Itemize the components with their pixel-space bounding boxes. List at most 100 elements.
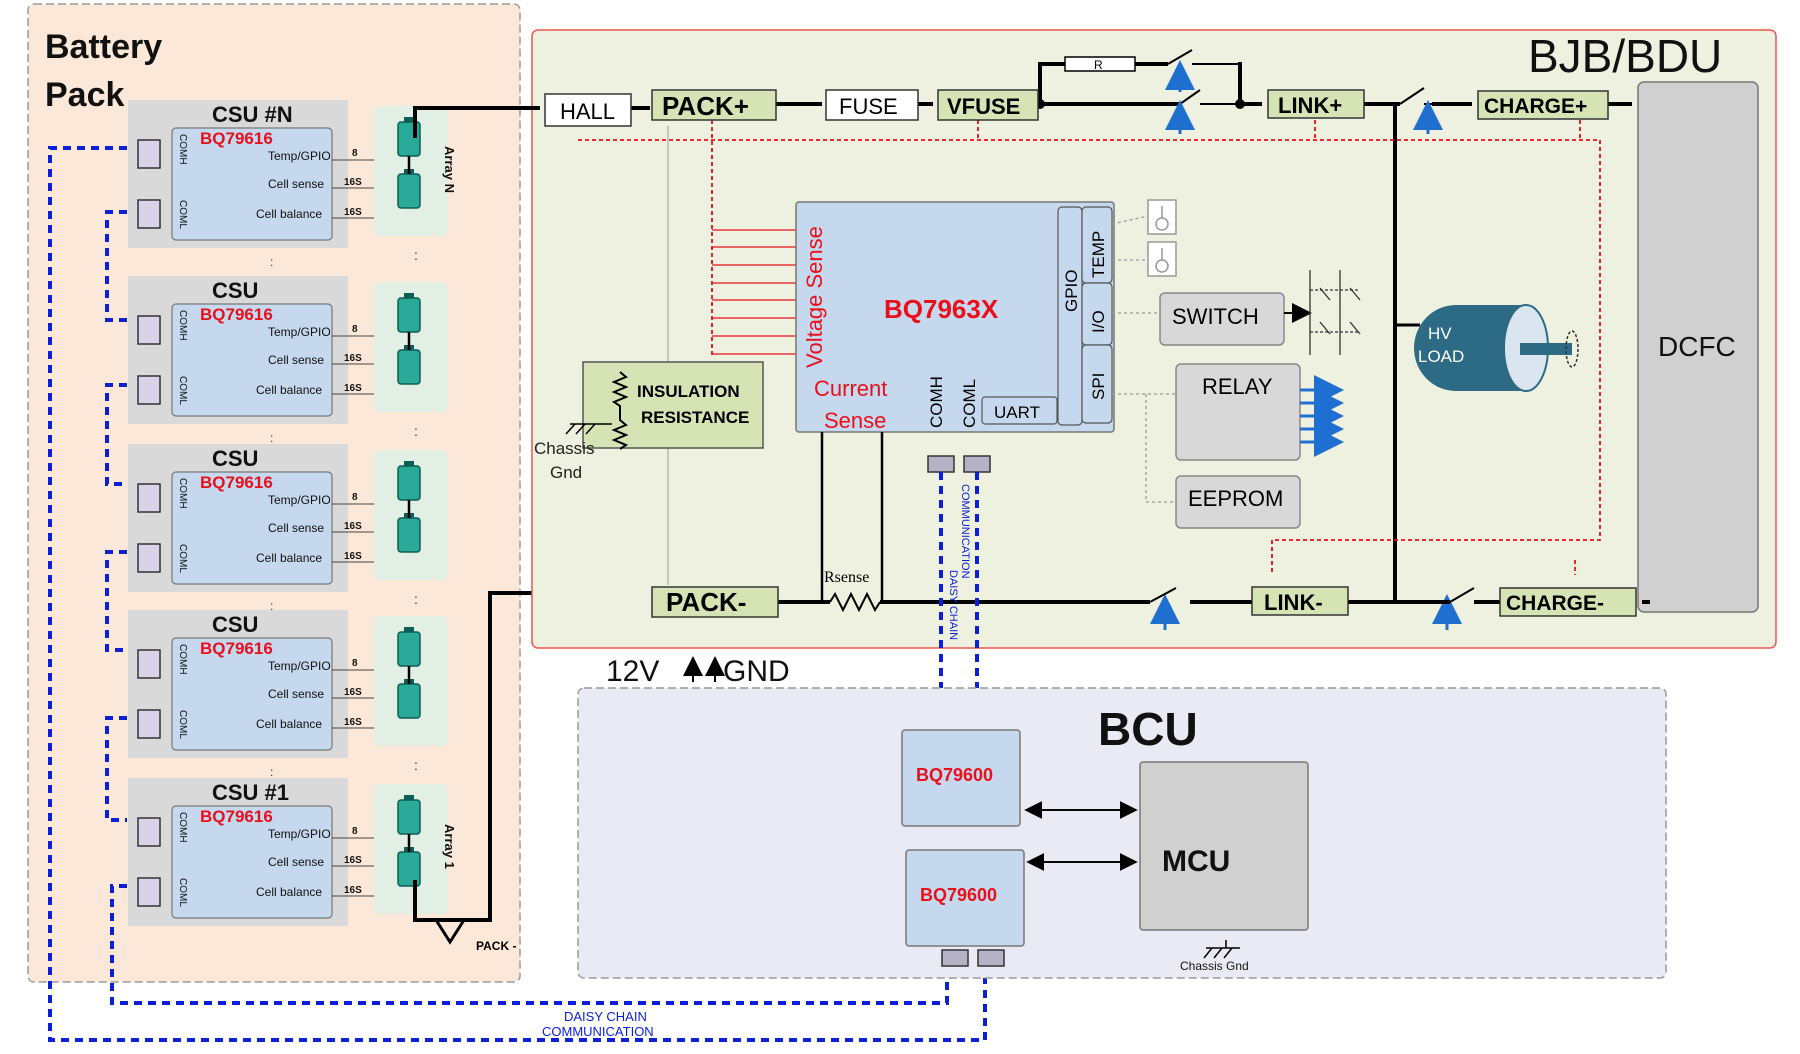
bq79600-bottom-label: BQ79600 [920, 885, 997, 905]
wire-count-16s: 16S [344, 207, 362, 218]
switch-label: SWITCH [1172, 304, 1259, 329]
cell-ellipsis: : [414, 757, 418, 773]
hv-load-label-1: HV [1428, 324, 1452, 343]
comh-connector [137, 315, 161, 345]
csu-title: CSU #N [212, 102, 293, 127]
pack-plus-label: PACK+ [662, 91, 749, 121]
csu-ellipsis: : [270, 765, 273, 779]
csu-ellipsis: : [270, 431, 273, 445]
mcu-label: MCU [1162, 845, 1230, 878]
insulation-resistance-box [582, 361, 764, 449]
hv-load-label-2: LOAD [1418, 347, 1464, 366]
insulation-label-2: RESISTANCE [641, 408, 749, 427]
mcu-box [1139, 761, 1309, 931]
battery-cell-terminal [404, 795, 414, 800]
csu-cell-balance-label: Cell balance [256, 717, 322, 731]
csu-cell-sense-label: Cell sense [268, 353, 324, 367]
link-plus-node [1267, 89, 1365, 119]
insulation-resistor-zigzag [611, 371, 629, 450]
switch-box [1159, 292, 1285, 346]
wire-count-8: 8 [352, 324, 358, 335]
battery-cell-terminal [404, 293, 414, 298]
wire-count-8: 8 [352, 826, 358, 837]
precharge-resistor [1064, 56, 1136, 72]
temp-label: TEMP [1089, 231, 1108, 278]
csu-comh-pin: COMH [177, 134, 188, 165]
gpio-label: GPIO [1062, 269, 1081, 312]
fuse-box [825, 89, 919, 121]
battery-cell-icon [397, 517, 421, 553]
supply-arrows [683, 656, 725, 682]
spi-port [1081, 344, 1113, 424]
thermistor-icon [1147, 199, 1177, 277]
csu-temp-gpio-label: Temp/GPIO [268, 325, 331, 339]
csu-temp-gpio-label: Temp/GPIO [268, 149, 331, 163]
csu-coml-pin: COML [177, 376, 188, 405]
uart-port [981, 396, 1058, 425]
charge-plus-label: CHARGE+ [1484, 95, 1587, 118]
coml-connector [137, 877, 161, 907]
csu-title: CSU [212, 612, 258, 637]
fuse-label: FUSE [839, 94, 898, 119]
comh-connector [137, 817, 161, 847]
hall-sensor-box [544, 93, 632, 127]
dcfc-box [1637, 81, 1759, 613]
csu-cell-balance-label: Cell balance [256, 207, 322, 221]
csu-temp-gpio-label: Temp/GPIO [268, 827, 331, 841]
voltage-sense-label: Voltage Sense [802, 226, 827, 368]
chassis-ground-icon [565, 423, 612, 435]
csu-cell-sense-label: Cell sense [268, 521, 324, 535]
csu-coml-pin: COML [177, 878, 188, 907]
bcu-chassis-ground-icon [1203, 940, 1240, 959]
csu-comh-pin: COMH [177, 812, 188, 843]
csu-cell-sense-label: Cell sense [268, 177, 324, 191]
chassis-label-1: Chassis [534, 439, 594, 458]
negative-switches [1149, 587, 1475, 603]
wire-count-8: 8 [352, 148, 358, 159]
charge-minus-node [1499, 587, 1637, 617]
supply-gnd-label: GND [723, 655, 790, 688]
eeprom-label: EEPROM [1188, 486, 1283, 511]
battery-cell-terminal [404, 461, 414, 466]
battery-pack-title-line2: Pack [45, 76, 124, 114]
pack-minus-label: PACK- [666, 587, 746, 617]
uart-label: UART [994, 403, 1040, 422]
link-plus-label: LINK+ [1278, 93, 1342, 118]
switch-matrix-icon [1309, 270, 1361, 355]
relay-output-arrows [1300, 375, 1344, 457]
rsense-resistor [829, 591, 881, 613]
comh-connector [137, 649, 161, 679]
battery-cell-icon [397, 465, 421, 501]
supply-12v-label: 12V [606, 655, 659, 688]
pack-daisy-chain [48, 146, 987, 1042]
pack-plus-node [651, 89, 777, 121]
monitor-comh-pin: COMH [927, 376, 946, 428]
csu-title: CSU [212, 278, 258, 303]
hv-load-motor [1414, 304, 1579, 392]
negative-bus [778, 580, 1650, 604]
csu-coml-pin: COML [177, 710, 188, 739]
csu-ellipsis: : [270, 599, 273, 613]
monitor-peripheral-wires [1111, 215, 1176, 503]
voltage-sense-lines [578, 120, 1601, 575]
csu-modules: CSU #N BQ79616 COMH COML Temp/GPIO Cell sense… [128, 100, 457, 926]
csu-chip-label: BQ79616 [200, 807, 273, 826]
pack-minus-ground-label: PACK - [476, 939, 516, 953]
insulation-label-1: INSULATION [637, 382, 740, 401]
cell-ellipsis: : [414, 423, 418, 439]
bjb-daisy-label-1: DAISY CHAIN [947, 570, 959, 640]
chassis-label-2: Gnd [550, 463, 582, 482]
bcu-bus-arrows [1024, 801, 1138, 871]
csu-cell-sense-label: Cell sense [268, 855, 324, 869]
csu-title: CSU #1 [212, 780, 289, 805]
wire-count-8: 8 [352, 492, 358, 503]
wire-count-16s: 16S [344, 177, 362, 188]
battery-cell-icon [397, 349, 421, 385]
bcu-daisy-label-2: COMMUNICATION [542, 1024, 654, 1039]
cell-ellipsis: : [414, 591, 418, 607]
csu-ellipsis: : [270, 255, 273, 269]
monitor-coml-pin: COML [960, 379, 979, 428]
eeprom-box [1175, 475, 1301, 529]
bq79600-top-label: BQ79600 [916, 765, 993, 785]
bcu-daisy-connectors [941, 949, 1005, 967]
